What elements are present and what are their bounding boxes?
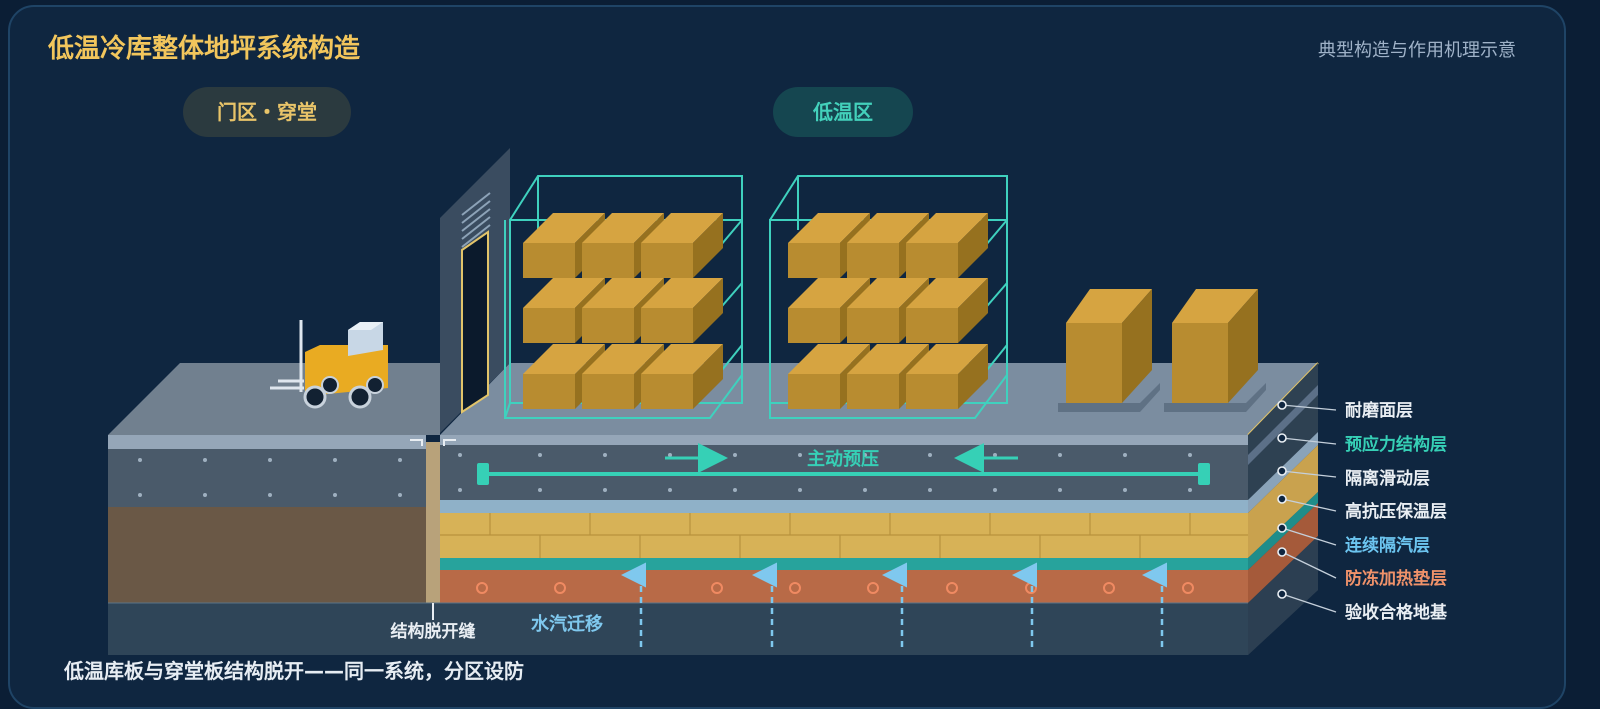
door-slab-top (108, 363, 440, 435)
layer-label: 隔离滑动层 (1345, 468, 1430, 489)
layer-label: 验收合格地基 (1345, 602, 1448, 623)
isolation-slip-layer (440, 500, 1248, 513)
foundation-layer (108, 603, 1248, 655)
door-panel (440, 148, 510, 433)
expansion-joint (426, 442, 440, 603)
layer-label: 防冻加热垫层 (1345, 568, 1447, 589)
prestress-tendon (477, 443, 1210, 485)
vapor-barrier-layer (440, 558, 1248, 570)
pallet-load-left (1058, 289, 1160, 412)
layer-label: 连续隔汽层 (1345, 535, 1430, 556)
door-soil-layer (108, 507, 426, 603)
layer-label: 耐磨面层 (1345, 400, 1413, 421)
footer-caption: 低温库板与穿堂板结构脱开——同一系统，分区设防 (64, 659, 524, 683)
joint-label: 结构脱开缝 (391, 621, 476, 642)
cold-surface-layer (440, 435, 1248, 445)
pallet-load-right (1164, 289, 1266, 412)
diagram-subtitle: 典型构造与作用机理示意 (1318, 40, 1516, 61)
vapor-arrows (621, 562, 1167, 647)
door-concrete-layer (108, 449, 426, 507)
forklift-icon (270, 320, 388, 409)
floor-section-diagram: 主动预压 结构脱开缝 水汽迁移 耐磨面层 预应力结构层 隔离滑动层 高抗压保温层… (108, 148, 1448, 655)
vapor-migration-label: 水汽迁移 (531, 613, 603, 635)
rack-cartons (523, 213, 988, 409)
zone-door-label: 门区・穿堂 (183, 87, 351, 137)
diagram-title: 低温冷库整体地坪系统构造 (48, 34, 361, 64)
prestress-label: 主动预压 (807, 448, 879, 470)
zone-cold-label: 低温区 (773, 87, 913, 137)
heating-layer (440, 570, 1248, 603)
layer-label: 高抗压保温层 (1345, 501, 1447, 522)
door-surface-layer (108, 435, 426, 449)
layer-label: 预应力结构层 (1345, 434, 1447, 455)
